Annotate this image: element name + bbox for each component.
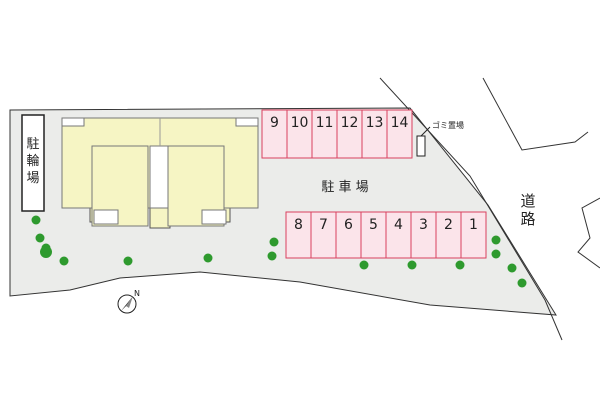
parking-slot-number-3: 3 — [419, 217, 428, 233]
parking-slot-number-10: 10 — [291, 115, 309, 131]
tree — [203, 253, 213, 263]
bicycle-parking-label-2: 輪 — [26, 153, 39, 169]
parking-slot-number-7: 7 — [319, 217, 328, 233]
parking-slot-13 — [361, 109, 388, 159]
tree — [59, 256, 69, 266]
parking-slot-7 — [310, 211, 337, 259]
parking-row-top: 9 10 11 12 13 14 — [261, 109, 413, 159]
bicycle-parking-label-1: 駐 — [26, 137, 39, 152]
parking-slot-2 — [435, 211, 462, 259]
parking-slot-number-8: 8 — [294, 217, 303, 233]
parking-slot-14 — [386, 109, 413, 159]
garbage-area-leader — [420, 126, 431, 137]
parking-slot-number-2: 2 — [444, 217, 453, 233]
parking-slot-number-11: 11 — [316, 115, 334, 131]
parking-slot-11 — [311, 109, 338, 159]
garbage-area — [416, 135, 426, 157]
bicycle-parking-label-3: 場 — [26, 171, 39, 186]
road-edge-far — [577, 197, 600, 269]
parking-slot-number-13: 13 — [366, 115, 384, 131]
tree — [491, 235, 501, 245]
parking-lot-label: 駐 車 場 — [321, 180, 368, 195]
tree — [269, 237, 279, 247]
parking-slot-number-4: 4 — [394, 217, 403, 233]
tree — [123, 256, 133, 266]
road-edge-left — [379, 77, 563, 341]
north-label: N — [134, 289, 140, 298]
road-label-2: 路 — [520, 210, 535, 228]
parking-slot-12 — [336, 109, 363, 159]
parking-slot-1 — [460, 211, 487, 259]
tree-group — [31, 215, 527, 288]
tree — [517, 278, 527, 288]
road-label-1: 道 — [520, 192, 535, 210]
parking-slot-number-6: 6 — [344, 217, 353, 233]
parking-slot-number-14: 14 — [391, 115, 409, 131]
tree — [359, 260, 369, 270]
parking-slot-8 — [285, 211, 312, 259]
parking-slot-10 — [286, 109, 313, 159]
tree — [455, 260, 465, 270]
tree — [491, 249, 501, 259]
parking-slot-number-12: 12 — [341, 115, 359, 131]
parking-slot-9 — [261, 109, 288, 159]
tree — [31, 215, 41, 225]
tree — [407, 260, 417, 270]
parking-slot-number-1: 1 — [469, 217, 478, 233]
building — [61, 117, 259, 229]
tree — [507, 263, 517, 273]
road-edge-right — [482, 77, 589, 151]
parking-slot-6 — [335, 211, 362, 259]
parking-slot-5 — [360, 211, 387, 259]
parking-slot-number-5: 5 — [369, 217, 378, 233]
tree — [40, 246, 52, 258]
garbage-area-label: ゴミ置場 — [432, 120, 464, 130]
compass-arrow-icon — [117, 294, 137, 314]
tree — [267, 251, 277, 261]
tree — [35, 233, 45, 243]
parking-slot-number-9: 9 — [270, 115, 279, 131]
bicycle-parking — [21, 114, 45, 212]
